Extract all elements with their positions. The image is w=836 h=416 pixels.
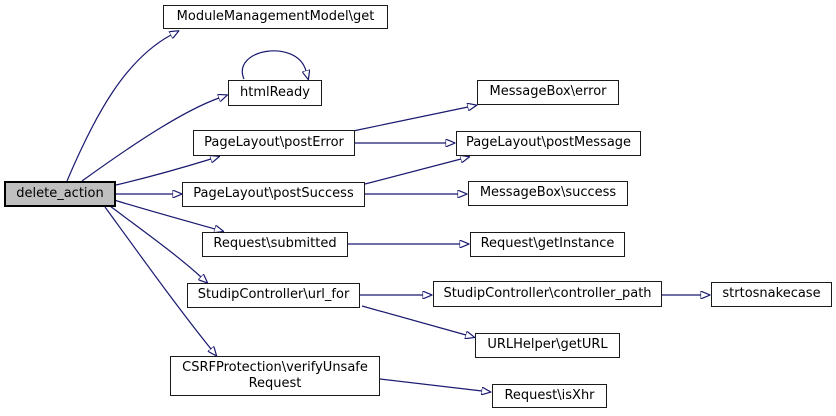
graph-node-module-management-model-get[interactable]: ModuleManagementModel\get xyxy=(163,5,388,29)
graph-node-html-ready[interactable]: htmlReady xyxy=(228,80,322,106)
graph-node-studip-controller-url-for[interactable]: StudipController\url_for xyxy=(187,283,360,308)
graph-node-page-layout-post-success[interactable]: PageLayout\postSuccess xyxy=(182,182,365,207)
edge-delete-action-to-page-layout-post-error xyxy=(115,159,211,186)
graph-node-page-layout-post-error[interactable]: PageLayout\postError xyxy=(193,130,355,156)
graph-node-studip-controller-controller-path[interactable]: StudipController\controller_path xyxy=(433,281,662,307)
graph-node-csrf-protection-verify-unsafe-request[interactable]: CSRFProtection\verifyUnsafe Request xyxy=(170,356,380,396)
edge-delete-action-to-studip-controller-url-for xyxy=(109,205,201,277)
graph-node-request-is-xhr[interactable]: Request\isXhr xyxy=(492,384,607,408)
graph-node-page-layout-post-message[interactable]: PageLayout\postMessage xyxy=(456,131,641,156)
edge-delete-action-to-csrf-protection-verify-unsafe-request xyxy=(104,206,211,349)
edge-studip-controller-url-for-to-url-helper-get-url xyxy=(361,305,466,335)
edge-page-layout-post-success-to-page-layout-post-message xyxy=(364,159,461,185)
edge-html-ready-self-loop xyxy=(241,50,306,79)
edge-delete-action-to-html-ready xyxy=(81,98,219,182)
graph-node-request-get-instance[interactable]: Request\getInstance xyxy=(470,232,625,257)
graph-node-url-helper-get-url[interactable]: URLHelper\getURL xyxy=(475,333,620,358)
graph-node-message-box-success[interactable]: MessageBox\success xyxy=(468,181,628,206)
graph-node-message-box-error[interactable]: MessageBox\error xyxy=(477,80,619,105)
graph-node-request-submitted[interactable]: Request\submitted xyxy=(202,232,348,257)
edge-delete-action-to-module-management-model-get xyxy=(66,35,171,182)
edge-csrf-protection-verify-unsafe-request-to-request-is-xhr xyxy=(379,378,482,391)
edge-page-layout-post-error-to-message-box-error xyxy=(352,107,468,132)
edge-delete-action-to-request-submitted xyxy=(113,199,215,229)
graph-node-delete-action: delete_action xyxy=(4,181,116,207)
graph-node-strtosnakecase[interactable]: strtosnakecase xyxy=(711,282,832,307)
